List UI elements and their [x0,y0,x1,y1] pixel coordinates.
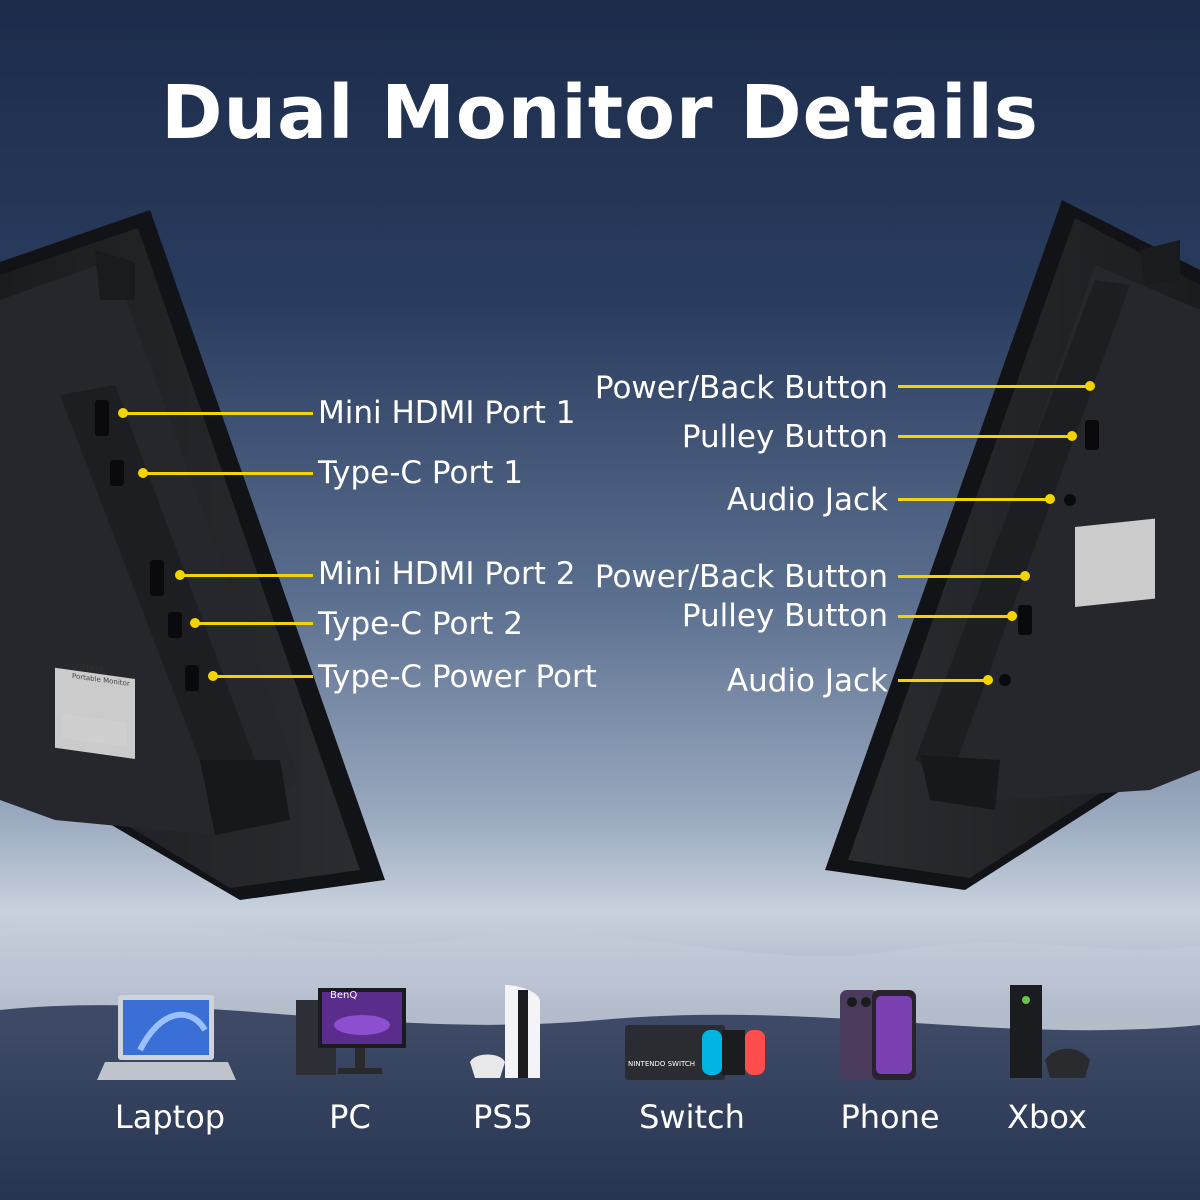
xbox-icon [1010,985,1090,1078]
device-label-phone: Phone [840,1098,940,1136]
pc-icon [296,988,406,1075]
switch-icon [625,1025,765,1080]
label-type-c-port-2: Type-C Port 2 [318,606,523,642]
callout-line [213,675,313,678]
callout-line [143,472,313,475]
device-label-pc: PC [329,1098,371,1136]
label-power-back-button-2: Power/Back Button [594,559,888,595]
callout-dot [1085,381,1095,391]
device-label-switch: Switch [639,1098,745,1136]
switch-brand-label: NINTENDO SWITCH [628,1060,696,1068]
label-pulley-button-1: Pulley Button [681,419,888,455]
callout-line [898,498,1048,501]
label-power-back-button-1: Power/Back Button [594,370,888,406]
right-monitor [825,200,1200,890]
callout-line [898,385,1088,388]
callout-line [898,575,1023,578]
laptop-icon [97,995,236,1080]
callout-line [898,435,1070,438]
label-type-c-power-port: Type-C Power Port [318,659,597,695]
callout-dot [1045,494,1055,504]
device-label-ps5: PS5 [473,1098,533,1136]
ps5-icon [470,985,540,1078]
callout-dot [1020,571,1030,581]
label-mini-hdmi-port-1: Mini HDMI Port 1 [318,395,576,431]
label-pulley-button-2: Pulley Button [681,598,888,634]
device-label-laptop: Laptop [114,1098,226,1136]
label-mini-hdmi-port-2: Mini HDMI Port 2 [318,556,576,592]
label-audio-jack-1: Audio Jack [726,482,888,518]
callout-dot [1067,431,1077,441]
left-monitor [0,210,385,900]
callout-line [180,574,313,577]
page-title: Dual Monitor Details [161,70,1039,156]
phone-icon [840,990,916,1080]
callout-line [898,679,986,682]
label-type-c-port-1: Type-C Port 1 [318,455,523,491]
callout-dot [983,675,993,685]
label-audio-jack-2: Audio Jack [726,663,888,699]
callout-line [123,412,313,415]
callout-line [195,622,313,625]
callout-dot [1007,611,1017,621]
device-label-xbox: Xbox [1007,1098,1087,1136]
callout-line [898,615,1010,618]
pc-brand-label: BenQ [330,990,358,1001]
